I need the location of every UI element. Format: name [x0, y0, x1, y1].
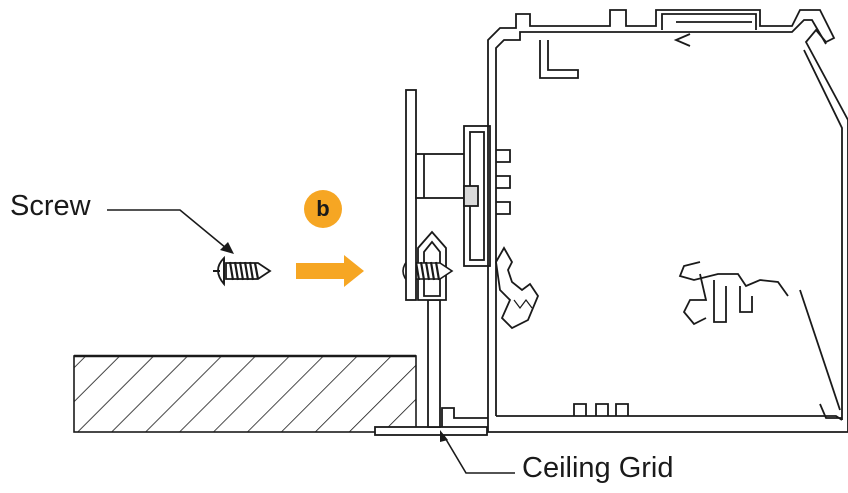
grid-clip-edge: [441, 407, 488, 427]
step-badge-letter: b: [316, 196, 330, 221]
arrow-right-icon: [296, 255, 364, 287]
mounting-plate: [405, 89, 491, 301]
hatched-wall: [73, 354, 417, 433]
extrusion-profile: [487, 9, 848, 433]
screw-label: Screw: [10, 190, 91, 222]
ceiling-grid-leader-arrowhead: [440, 430, 448, 442]
ceiling-grid-label: Ceiling Grid: [522, 452, 674, 484]
screw-leader-line: [107, 209, 227, 249]
step-badge-circle: [304, 190, 342, 228]
screw-leader-arrowhead: [220, 242, 234, 254]
ceiling-grid-leader-line: [443, 435, 515, 474]
screw-icon: [213, 255, 272, 287]
